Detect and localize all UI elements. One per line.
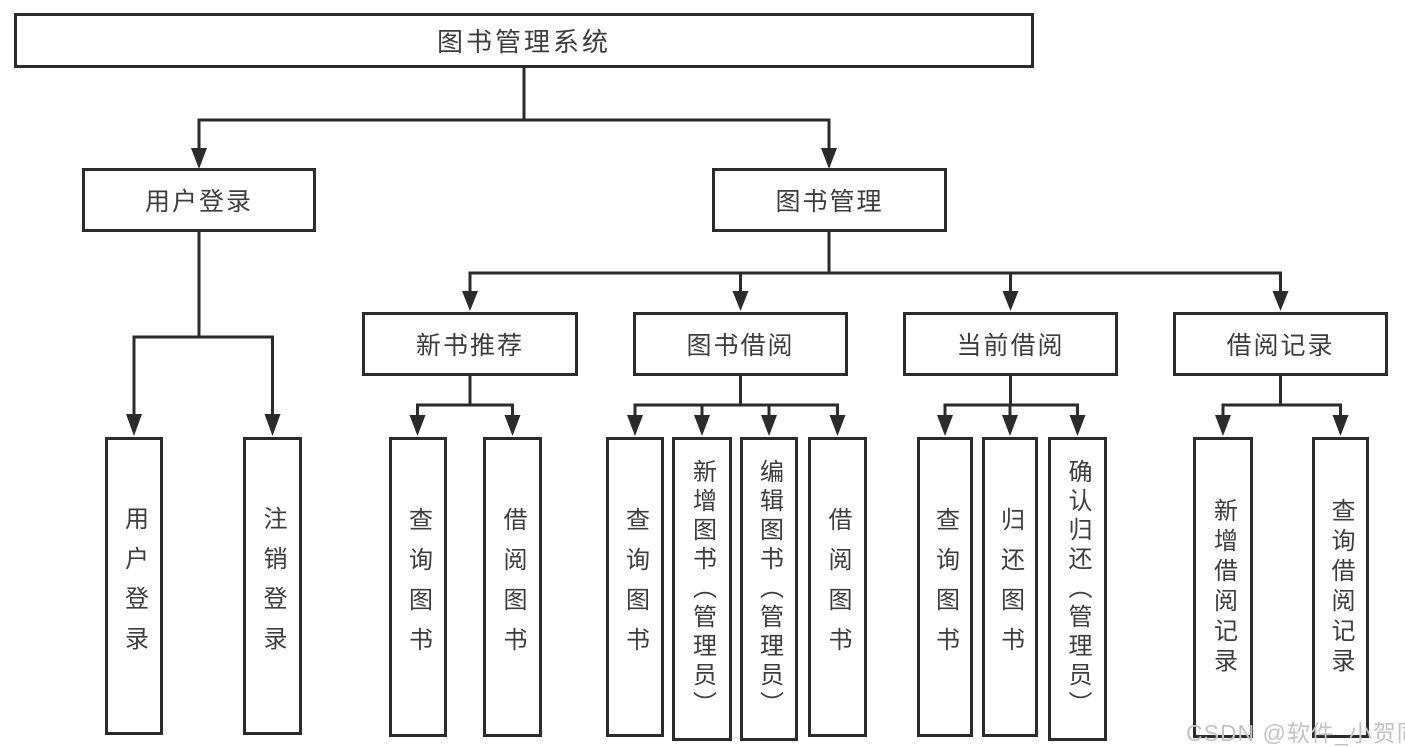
node-new-book-recommend: 新书推荐 xyxy=(362,312,578,376)
connector-bookborrow-to-leaves xyxy=(627,374,846,436)
leaf-query-books: 查询图书 xyxy=(606,437,664,737)
leaf-query-books: 查询图书 xyxy=(917,437,973,737)
connector-currentborrow-to-leaves xyxy=(937,374,1086,436)
arrow-down-icon xyxy=(627,415,643,436)
arrow-down-icon xyxy=(126,414,142,436)
arrow-down-icon xyxy=(1002,291,1019,311)
connector-records-to-leaves xyxy=(1215,374,1349,436)
node-label: 用户登录 xyxy=(144,188,253,216)
arrow-down-icon xyxy=(264,414,281,436)
arrow-down-icon xyxy=(821,148,837,169)
node-label: 借阅图书 xyxy=(499,507,526,667)
node-label: 新增借阅记录 xyxy=(1209,497,1237,678)
node-label: 注销登录 xyxy=(259,506,286,666)
connector-newbook-to-leaves xyxy=(409,374,521,436)
node-borrowing-records: 借阅记录 xyxy=(1173,312,1388,376)
arrow-down-icon xyxy=(1272,291,1289,311)
connector-bookmgmt-to-level3 xyxy=(462,230,1289,311)
node-label: 归还图书 xyxy=(996,507,1024,667)
arrow-down-icon xyxy=(504,415,521,436)
connector-line xyxy=(633,374,839,419)
arrow-down-icon xyxy=(1069,415,1086,436)
leaf-add-book-admin: 新增图书（管理员） xyxy=(672,437,732,741)
leaf-add-borrow-record: 新增借阅记录 xyxy=(1193,437,1253,738)
connector-userlogin-to-leaves xyxy=(126,230,281,436)
node-label: 确认归还（管理员） xyxy=(1064,458,1091,720)
arrow-down-icon xyxy=(761,415,777,436)
node-label: 图书借阅 xyxy=(686,332,795,360)
node-label: 查询图书 xyxy=(621,507,649,667)
leaf-edit-book-admin: 编辑图书（管理员） xyxy=(740,437,798,741)
node-label: 用户登录 xyxy=(120,506,148,666)
connector-line xyxy=(1221,374,1342,419)
arrow-down-icon xyxy=(732,291,749,311)
leaf-query-books: 查询图书 xyxy=(389,437,447,737)
leaf-return-book: 归还图书 xyxy=(982,437,1038,737)
connector-line xyxy=(132,230,274,418)
node-label: 借阅记录 xyxy=(1226,332,1335,360)
node-label: 编辑图书（管理员） xyxy=(755,458,783,720)
node-label: 图书管理系统 xyxy=(436,27,611,57)
node-current-borrowing: 当前借阅 xyxy=(903,312,1118,376)
arrow-down-icon xyxy=(1002,415,1018,436)
connector-line xyxy=(943,374,1079,419)
node-book-management: 图书管理 xyxy=(712,168,947,232)
connector-line xyxy=(197,66,831,152)
arrow-down-icon xyxy=(409,415,426,436)
node-label: 查询图书 xyxy=(931,507,959,667)
leaf-user-login: 用户登录 xyxy=(105,437,163,735)
node-label: 当前借阅 xyxy=(956,332,1065,360)
connector-line xyxy=(416,374,514,419)
leaf-query-borrow-record: 查询借阅记录 xyxy=(1312,437,1369,738)
arrow-down-icon xyxy=(937,415,953,436)
arrow-down-icon xyxy=(1215,415,1231,436)
arrow-down-icon xyxy=(1332,415,1349,436)
node-label: 查询图书 xyxy=(404,507,432,667)
leaf-borrow-books: 借阅图书 xyxy=(483,437,542,737)
node-label: 查询借阅记录 xyxy=(1327,497,1354,678)
node-label: 新书推荐 xyxy=(415,332,524,360)
node-library-management-system: 图书管理系统 xyxy=(14,13,1034,68)
node-user-login: 用户登录 xyxy=(82,168,316,232)
node-label: 借阅图书 xyxy=(824,507,851,667)
leaf-confirm-return-admin: 确认归还（管理员） xyxy=(1048,437,1107,741)
arrow-down-icon xyxy=(462,291,478,311)
leaf-borrow-books: 借阅图书 xyxy=(808,437,867,737)
arrow-down-icon xyxy=(694,415,710,436)
connector-root-to-level2 xyxy=(191,66,837,169)
leaf-logout: 注销登录 xyxy=(243,437,302,735)
node-label: 新增图书（管理员） xyxy=(688,458,716,720)
node-book-borrowing: 图书借阅 xyxy=(633,312,848,376)
node-label: 图书管理 xyxy=(775,188,884,216)
connector-line xyxy=(468,230,1282,295)
csdn-watermark: CSDN @软件_小贺同学 xyxy=(1186,720,1405,746)
arrow-down-icon xyxy=(191,148,207,169)
arrow-down-icon xyxy=(829,415,846,436)
